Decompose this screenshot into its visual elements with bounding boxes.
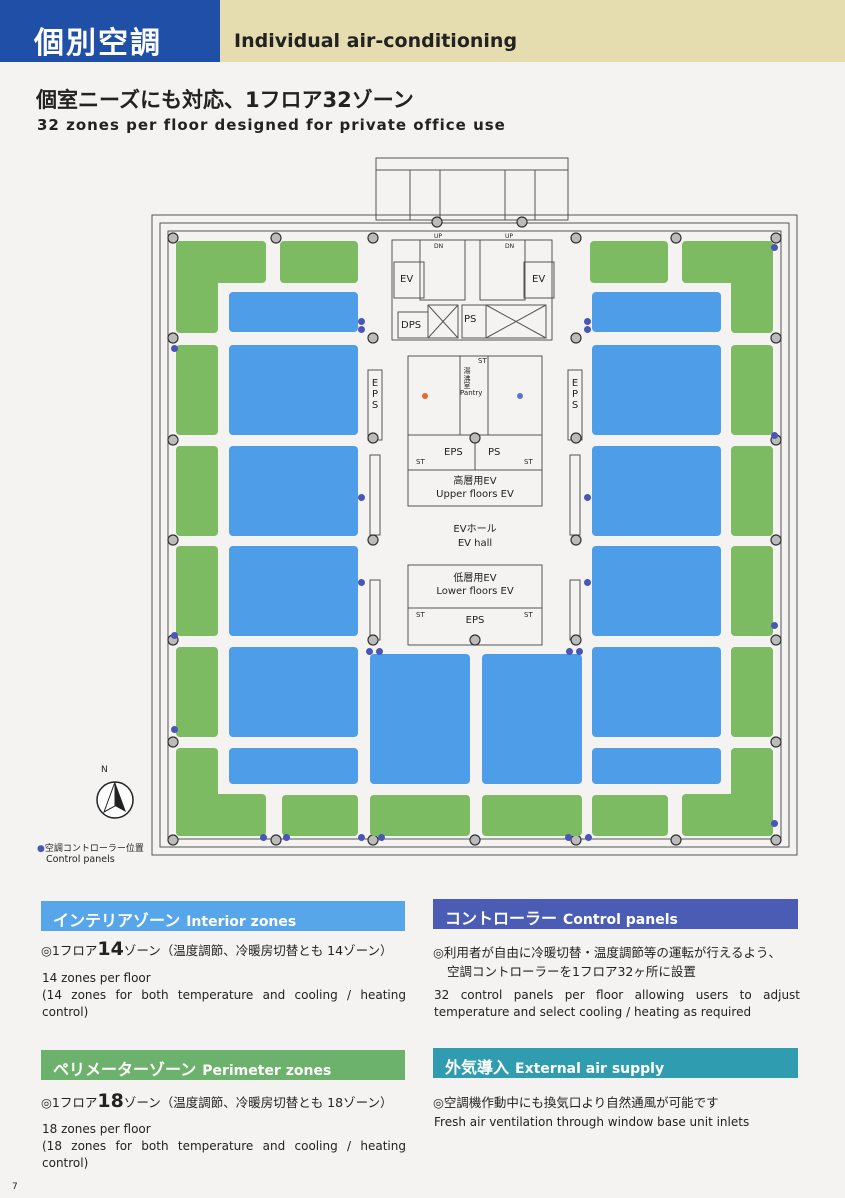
ps-label: PS bbox=[464, 314, 477, 325]
dps-label: DPS bbox=[401, 320, 422, 331]
eps-label: EPS bbox=[571, 378, 579, 411]
st-label: ST bbox=[416, 611, 425, 619]
external-desc: Fresh air ventilation through window bas… bbox=[434, 1115, 750, 1129]
st-label: ST bbox=[524, 458, 533, 466]
legend-controller: ●空調コントローラー位置 bbox=[37, 844, 144, 854]
ev-label: EV bbox=[532, 274, 546, 285]
upper-ev-label-en: Upper floors EV bbox=[436, 489, 514, 500]
pantry-label: 湯沸室 bbox=[463, 367, 471, 391]
headline-jp: 個室ニーズにも対応、1フロア32ゾーン bbox=[36, 88, 414, 112]
dn-label: DN bbox=[505, 243, 515, 250]
pantry-label-en: Pantry bbox=[460, 389, 483, 397]
mens-restroom-icon bbox=[517, 393, 523, 399]
eps-label: EPS bbox=[444, 447, 463, 458]
st-label: ST bbox=[524, 611, 533, 619]
up-label: UP bbox=[505, 233, 514, 240]
compass-icon bbox=[96, 781, 134, 819]
ev-hall-label: EVホール bbox=[453, 524, 497, 535]
eps-label: EPS bbox=[465, 615, 485, 626]
ps-label: PS bbox=[488, 447, 501, 458]
st-label: ST bbox=[478, 357, 487, 365]
interior-desc-2: (14 zones for both temperature and cooli… bbox=[42, 988, 406, 1019]
control-desc: 32 control panels per floor allowing use… bbox=[434, 988, 800, 1019]
st-label: ST bbox=[416, 458, 425, 466]
section-title-jp: 個別空調 bbox=[0, 0, 220, 62]
perimeter-desc-2: (18 zones for both temperature and cooli… bbox=[42, 1139, 406, 1170]
upper-ev-label: 高層用EV bbox=[453, 476, 497, 487]
legend-en: Control panels bbox=[46, 854, 115, 865]
ev-hall-label-en: EV hall bbox=[457, 538, 493, 549]
lower-ev-label: 低層用EV bbox=[453, 573, 497, 584]
eps-label: EPS bbox=[371, 378, 379, 411]
legend-jp: 空調コントローラー位置 bbox=[44, 844, 144, 854]
interior-desc-1: 14 zones per floor bbox=[42, 971, 151, 985]
womens-restroom-icon bbox=[422, 393, 428, 399]
headline-en: 32 zones per floor designed for private … bbox=[37, 116, 506, 134]
up-label: UP bbox=[434, 233, 443, 240]
perimeter-zones-count: ◎1フロア18ゾーン（温度調節、冷暖房切替とも 18ゾーン） bbox=[41, 1090, 393, 1112]
dn-label: DN bbox=[434, 243, 444, 250]
lower-ev-label-en: Lower floors EV bbox=[436, 586, 514, 597]
interior-zones-count: ◎1フロア14ゾーン（温度調節、冷暖房切替とも 14ゾーン） bbox=[41, 938, 393, 960]
external-jp: ◎空調機作動中にも換気口より自然通風が可能です bbox=[433, 1095, 719, 1110]
compass-north-label: N bbox=[101, 765, 108, 775]
control-jp-2: 空調コントローラーを1フロア32ヶ所に設置 bbox=[447, 964, 696, 979]
perimeter-desc-1: 18 zones per floor bbox=[42, 1122, 151, 1136]
control-jp-1: ◎利用者が自由に冷暖切替・温度調節等の運転が行えるよう、 bbox=[433, 945, 782, 960]
section-title-en: Individual air-conditioning bbox=[220, 0, 845, 62]
floor-plan-lines bbox=[96, 157, 798, 856]
ev-label: EV bbox=[400, 274, 414, 285]
floor-plan: EV EV DPS PS UP DN UP DN EPS EPS 湯沸室 Pan… bbox=[96, 157, 798, 856]
page-number: 7 bbox=[12, 1182, 18, 1192]
